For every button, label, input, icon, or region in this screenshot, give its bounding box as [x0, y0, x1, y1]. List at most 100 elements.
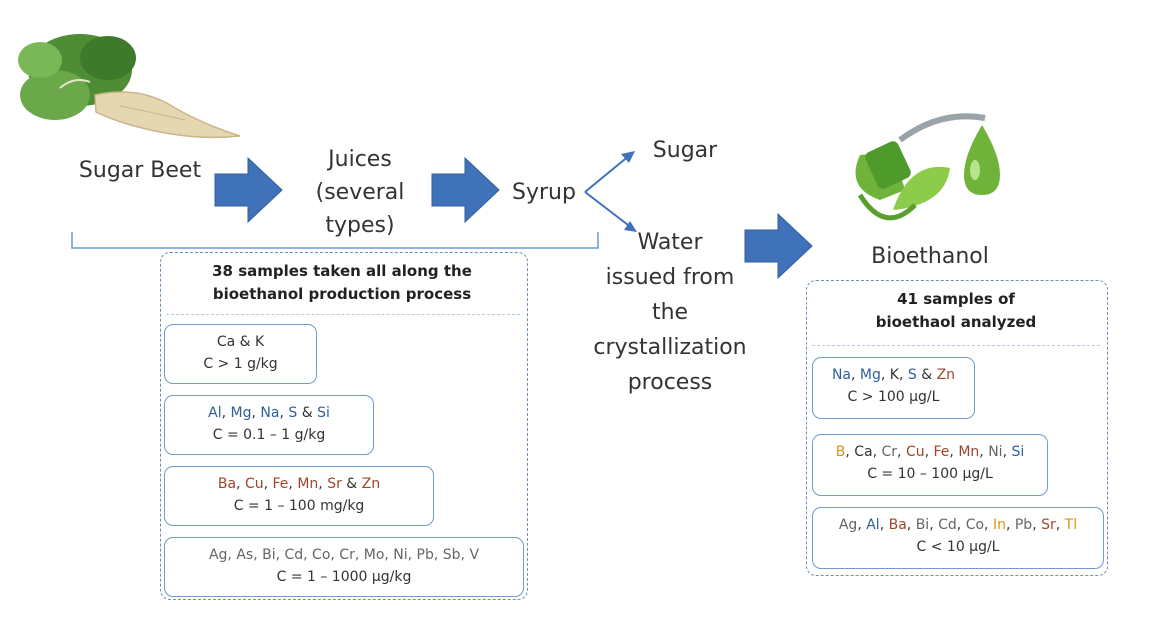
left-box-4: Ag, As, Bi, Cd, Co, Cr, Mo, Ni, Pb, Sb, …: [164, 537, 524, 597]
element-symbol: Zn: [936, 367, 956, 383]
right-box-1: Na, Mg, K, S & Zn C > 100 µg/L: [812, 357, 975, 419]
element-symbol: ,: [318, 476, 328, 492]
element-symbol: ,: [929, 517, 939, 533]
arrow-beet-to-juices: [214, 156, 283, 224]
element-symbol: ,: [1032, 517, 1042, 533]
element-symbol: ,: [288, 476, 298, 492]
arrow-water-to-bioethanol: [744, 212, 813, 280]
element-symbol: ,: [897, 444, 906, 460]
label-bioethanol: Bioethanol: [871, 244, 989, 269]
element-symbol: ,: [956, 517, 966, 533]
element-symbol: Fe: [933, 444, 950, 460]
element-symbol: Co: [965, 517, 985, 533]
element-symbol: In: [992, 517, 1006, 533]
right-box-3: Ag, Al, Ba, Bi, Cd, Co, In, Pb, Sr, Tl C…: [812, 507, 1104, 569]
element-symbol: Ni: [988, 444, 1003, 460]
element-symbol: Na: [831, 367, 851, 383]
element-symbol: Ca: [854, 444, 873, 460]
left-panel-header: 38 samples taken all along the bioethano…: [172, 260, 512, 306]
label-juices-line2: (several: [315, 180, 405, 205]
label-water-line4: process: [627, 370, 713, 395]
left-box-3-elements: Ba, Cu, Fe, Mn, Sr & Zn: [165, 473, 433, 495]
element-symbol: Mg: [859, 367, 881, 383]
element-symbol: Cd: [938, 517, 957, 533]
element-symbol: ,: [949, 444, 959, 460]
element-symbol: ,: [1005, 517, 1015, 533]
element-symbol: Sr: [327, 476, 342, 492]
element-symbol: ,: [1002, 444, 1012, 460]
left-box-2-elements: Al, Mg, Na, S & Si: [165, 402, 373, 424]
left-box-3-conc: C = 1 – 100 mg/kg: [233, 498, 365, 514]
element-symbol: Mn: [297, 476, 319, 492]
element-symbol: K: [889, 367, 899, 383]
right-box-2: B, Ca, Cr, Cu, Fe, Mn, Ni, Si C = 10 – 1…: [812, 434, 1048, 496]
element-symbol: Mn: [958, 444, 980, 460]
element-symbol: &: [297, 405, 318, 421]
right-panel-header: 41 samples of bioethaol analyzed: [820, 288, 1092, 334]
element-symbol: ,: [845, 444, 855, 460]
element-symbol: ,: [898, 367, 908, 383]
element-symbol: Cu: [244, 476, 264, 492]
element-symbol: ,: [880, 367, 890, 383]
element-symbol: Pb: [1014, 517, 1033, 533]
right-header-line2: bioethaol analyzed: [875, 313, 1037, 331]
element-symbol: Tl: [1064, 517, 1078, 533]
process-brace: [71, 232, 599, 249]
element-symbol: ,: [1055, 517, 1065, 533]
element-symbol: Al: [208, 405, 222, 421]
element-symbol: Al: [866, 517, 880, 533]
label-water-line1: Water: [637, 230, 703, 255]
right-box-3-conc: C < 10 µg/L: [916, 539, 1000, 555]
element-symbol: Ba: [888, 517, 907, 533]
element-symbol: ,: [984, 517, 993, 533]
label-water-line2: issued from the: [605, 265, 735, 325]
left-box-2: Al, Mg, Na, S & Si C = 0.1 – 1 g/kg: [164, 395, 374, 455]
left-header-divider: [166, 314, 520, 315]
element-symbol: S: [288, 405, 298, 421]
label-juices-line3: types): [325, 213, 395, 238]
element-symbol: ,: [851, 367, 860, 383]
element-symbol: &: [235, 334, 255, 350]
right-box-2-conc: C = 10 – 100 µg/L: [867, 466, 993, 482]
label-sugar: Sugar: [652, 138, 718, 163]
arrow-juices-to-syrup: [431, 156, 500, 224]
sugar-beet-icon: [18, 34, 241, 139]
left-box-3: Ba, Cu, Fe, Mn, Sr & Zn C = 1 – 100 mg/k…: [164, 466, 434, 526]
right-box-1-conc: C > 100 µg/L: [847, 389, 940, 405]
element-symbol: ,: [236, 476, 245, 492]
element-symbol: Cu: [905, 444, 925, 460]
label-water-line3: crystallization: [593, 335, 747, 360]
label-juices-line1: Juices: [328, 147, 392, 172]
element-symbol: ,: [251, 405, 261, 421]
element-symbol: ,: [872, 444, 882, 460]
element-symbol: Si: [1011, 444, 1025, 460]
label-juices: Juices (several types): [300, 143, 420, 242]
left-box-4-conc: C = 1 – 1000 µg/kg: [276, 569, 412, 585]
element-symbol: Ag: [838, 517, 858, 533]
element-symbol: Fe: [272, 476, 289, 492]
element-symbol: S: [907, 367, 917, 383]
right-header-divider: [812, 345, 1100, 346]
left-box-4-elements: Ag, As, Bi, Cd, Co, Cr, Mo, Ni, Pb, Sb, …: [165, 544, 523, 566]
right-box-2-elements: B, Ca, Cr, Cu, Fe, Mn, Ni, Si: [813, 441, 1047, 463]
element-symbol: ,: [879, 517, 889, 533]
label-water: Water issued from the crystallization pr…: [585, 225, 755, 400]
left-header-line2: bioethanol production process: [212, 285, 472, 303]
element-symbol: ,: [979, 444, 989, 460]
right-box-1-elements: Na, Mg, K, S & Zn: [813, 364, 974, 386]
element-symbol: Mg: [230, 405, 252, 421]
element-symbol: ,: [924, 444, 934, 460]
fuel-pump-leaf-icon: [855, 113, 986, 221]
element-symbol: ,: [279, 405, 289, 421]
left-box-1-elements: Ca & K: [165, 331, 316, 353]
left-box-2-conc: C = 0.1 – 1 g/kg: [212, 427, 326, 443]
element-symbol: Ag, As, Bi, Cd, Co, Cr, Mo, Ni, Pb, Sb, …: [208, 547, 480, 563]
label-sugar-beet: Sugar Beet: [78, 158, 202, 183]
arrow-syrup-to-sugar: [584, 154, 631, 193]
element-symbol: Zn: [361, 476, 381, 492]
element-symbol: &: [341, 476, 362, 492]
element-symbol: ,: [857, 517, 867, 533]
green-drop-icon: [964, 125, 1000, 195]
right-header-line1: 41 samples of: [897, 290, 1015, 308]
